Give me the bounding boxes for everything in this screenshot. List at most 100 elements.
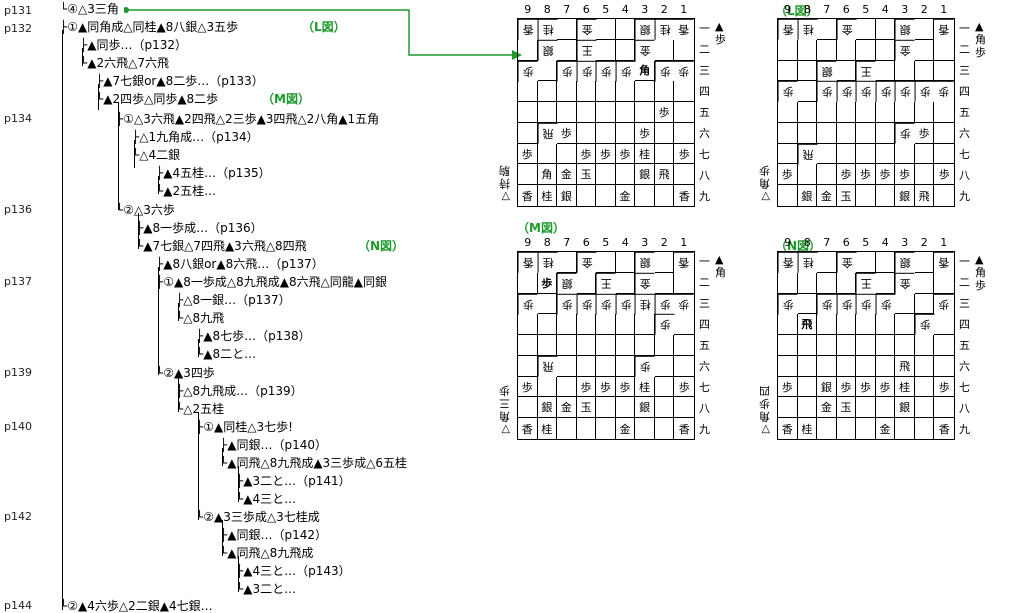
board-square bbox=[875, 272, 896, 294]
board-square: 桂 bbox=[635, 376, 655, 398]
file-label: 1 bbox=[680, 3, 688, 16]
move-line: └②▲3四歩 bbox=[156, 366, 215, 380]
board-square: 歩 bbox=[596, 143, 616, 165]
board-square bbox=[596, 252, 616, 273]
board-square: 香 bbox=[778, 252, 798, 273]
sente-hand: ▲角 bbox=[715, 253, 726, 279]
board-square bbox=[797, 335, 818, 356]
board-square: 香 bbox=[518, 418, 538, 439]
sente-hand: ▲歩 bbox=[715, 20, 726, 46]
file-label: 9 bbox=[524, 236, 532, 249]
move-line: ├▲同銀…（p142） bbox=[220, 528, 327, 542]
rank-label: 三 bbox=[699, 64, 710, 77]
board-square: 金 bbox=[576, 252, 597, 273]
board-square: 歩 bbox=[518, 143, 538, 165]
board-square: 歩 bbox=[674, 377, 694, 398]
board-square: 歩 bbox=[654, 293, 675, 315]
board-square bbox=[836, 355, 857, 377]
board-square bbox=[654, 39, 675, 61]
board-square bbox=[856, 39, 876, 61]
board-square: 歩 bbox=[518, 293, 538, 315]
board-square: 桂 bbox=[635, 143, 655, 165]
board-square bbox=[934, 185, 954, 206]
file-label: 8 bbox=[543, 236, 551, 249]
board-square bbox=[817, 252, 837, 273]
hand-piece: 角 bbox=[759, 177, 770, 190]
board-square bbox=[674, 40, 694, 61]
rank-label: 三 bbox=[699, 297, 710, 310]
rank-label: 七 bbox=[959, 148, 970, 161]
move-line: └▲同飛△8九飛成▲3三歩成△6五桂 bbox=[220, 456, 408, 470]
board-square bbox=[654, 143, 675, 165]
tree-branch-line bbox=[98, 84, 99, 110]
board-square: 歩 bbox=[934, 377, 954, 398]
file-label: 3 bbox=[901, 3, 909, 16]
board-square bbox=[635, 314, 655, 336]
rank-label: 九 bbox=[959, 423, 970, 436]
file-label: 8 bbox=[543, 3, 551, 16]
board-square: 銀 bbox=[817, 60, 837, 82]
shogi-board-main: 香桂金銀桂香銀王金歩歩歩歩歩角歩歩歩飛歩歩歩歩歩歩桂歩角金玉銀飛香桂銀金香 bbox=[517, 18, 695, 207]
board-square: 歩 bbox=[615, 293, 636, 315]
board-square bbox=[817, 418, 837, 439]
board-square bbox=[817, 314, 837, 336]
board-square bbox=[836, 335, 857, 356]
board-square bbox=[797, 122, 818, 144]
hand-piece: 角 bbox=[499, 410, 510, 423]
hand-piece: 歩 bbox=[715, 33, 726, 46]
board-square bbox=[596, 39, 616, 61]
tree-branch-line bbox=[238, 466, 239, 502]
board-square: 香 bbox=[678, 189, 690, 203]
board-square: 銀 bbox=[635, 19, 655, 40]
board-square bbox=[914, 143, 935, 165]
board-square bbox=[576, 335, 597, 356]
file-label: 2 bbox=[660, 3, 668, 16]
tree-branch-line bbox=[198, 412, 199, 520]
file-label: 4 bbox=[881, 3, 889, 16]
tree-branch-line bbox=[62, 30, 63, 610]
board-square: 歩 bbox=[875, 81, 896, 103]
board-square bbox=[914, 252, 935, 273]
hand-piece: 三 bbox=[499, 397, 510, 410]
board-square bbox=[856, 122, 876, 144]
board-square: 香 bbox=[778, 19, 798, 40]
board-square: 飛 bbox=[915, 185, 935, 206]
board-square: 玉 bbox=[576, 164, 597, 186]
board-square bbox=[934, 356, 954, 377]
board-square bbox=[875, 39, 896, 61]
board-square: 香 bbox=[674, 252, 694, 273]
file-label: 2 bbox=[920, 3, 928, 16]
board-square bbox=[635, 418, 655, 439]
file-label: 5 bbox=[862, 236, 870, 249]
board-square: 飛 bbox=[797, 143, 818, 165]
board-square bbox=[518, 355, 538, 377]
board-square bbox=[836, 122, 857, 144]
board-square bbox=[778, 185, 798, 206]
rank-label: 八 bbox=[699, 402, 710, 415]
board-square: 歩 bbox=[557, 122, 577, 144]
hand-piece: 持 bbox=[499, 177, 510, 190]
board-square bbox=[895, 418, 915, 439]
board-square bbox=[615, 335, 636, 356]
board-square bbox=[596, 397, 616, 419]
board-square: 香 bbox=[678, 422, 690, 436]
board-square: 歩 bbox=[934, 81, 954, 103]
board-square: 歩 bbox=[557, 60, 577, 82]
board-square bbox=[934, 40, 954, 61]
board-square bbox=[615, 252, 636, 273]
rank-label: 七 bbox=[959, 381, 970, 394]
move-line: ├△1九角成…（p134） bbox=[132, 130, 259, 144]
board-square bbox=[856, 143, 876, 165]
board-square bbox=[654, 272, 675, 294]
move-line: └△4二銀 bbox=[132, 148, 181, 162]
board-square: 歩 bbox=[674, 60, 694, 82]
page-ref-label: p144 bbox=[4, 599, 32, 612]
board-square: 金 bbox=[635, 39, 655, 61]
move-line: └▲同飛△8九飛成 bbox=[220, 546, 314, 560]
rank-labels: 一二三四五六七八九 bbox=[959, 251, 970, 440]
board-square: 歩 bbox=[914, 122, 935, 144]
board-square: 銀 bbox=[557, 272, 577, 294]
board-square bbox=[615, 397, 636, 419]
board-square bbox=[596, 418, 616, 439]
board-square bbox=[537, 60, 558, 82]
